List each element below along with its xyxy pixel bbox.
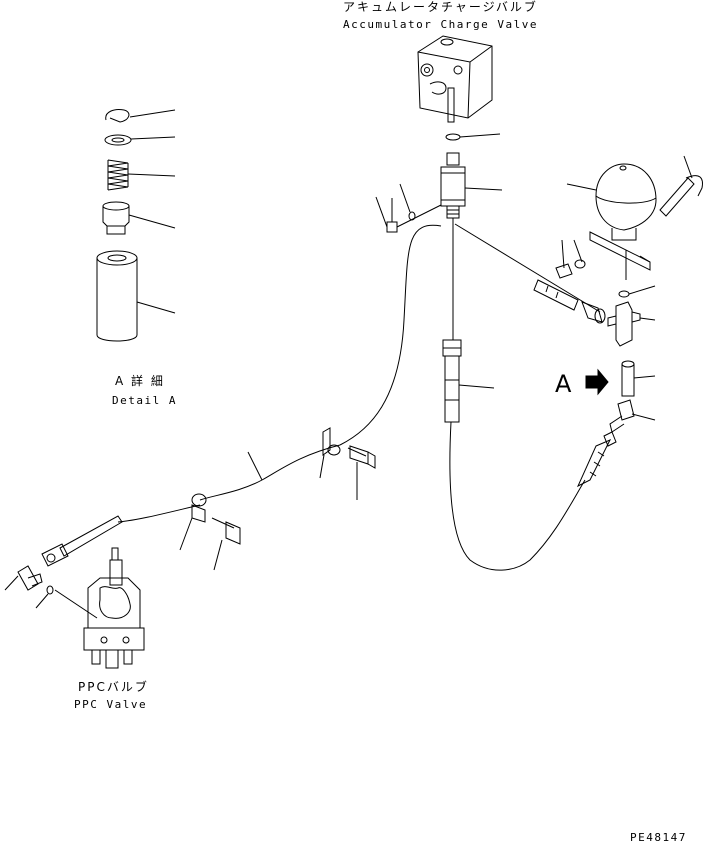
pressure-switch-part — [441, 153, 502, 218]
ppc-o-ring — [36, 586, 97, 618]
snap-ring-part — [106, 109, 175, 122]
diagonal-line — [455, 224, 600, 312]
center-hose — [443, 340, 585, 570]
hose-callout-line — [248, 452, 262, 480]
bolt-and-washer-left — [376, 184, 441, 232]
view-a-arrow — [586, 370, 608, 394]
ppc-hose-fitting — [42, 516, 122, 566]
ppc-valve — [84, 548, 144, 668]
accumulator — [567, 164, 656, 240]
lower-right-hose — [578, 432, 616, 486]
detail-a-label-jp: A 詳 細 — [115, 374, 165, 388]
sleeve-right — [622, 361, 655, 396]
clamp-lower — [180, 494, 206, 550]
elbow-right — [610, 400, 655, 432]
view-a-marker: A — [555, 370, 572, 398]
clamp-upper — [320, 428, 340, 478]
accumulator-bracket — [590, 232, 650, 280]
ppc-valve-label-jp: PPCバルブ — [78, 680, 149, 694]
washer-part — [105, 135, 175, 145]
o-ring-top-part — [446, 134, 500, 140]
accumulator-charge-valve-label-en: Accumulator Charge Valve — [343, 18, 538, 31]
ppc-valve-label-en: PPC Valve — [74, 698, 148, 711]
accumulator-charge-valve — [418, 36, 492, 122]
sleeve-part — [97, 251, 175, 341]
drawing-number: PE48147 — [630, 831, 687, 844]
valve-body-part — [103, 202, 175, 234]
spring-part — [108, 160, 175, 190]
small-o-ring-right — [619, 286, 655, 297]
accumulator-hose — [660, 156, 702, 216]
bolt-lower — [212, 518, 240, 570]
hose-to-ppc — [118, 225, 441, 522]
bolt-upper — [348, 446, 375, 500]
accumulator-hose-side — [534, 280, 605, 323]
check-valve-right — [608, 302, 655, 346]
accumulator-charge-valve-label-jp: アキュムレータチャージバルブ — [343, 0, 538, 14]
ppc-elbow-fitting — [5, 566, 42, 590]
bracket-nut-and-washer — [556, 240, 585, 278]
detail-a-label-en: Detail A — [112, 394, 177, 407]
